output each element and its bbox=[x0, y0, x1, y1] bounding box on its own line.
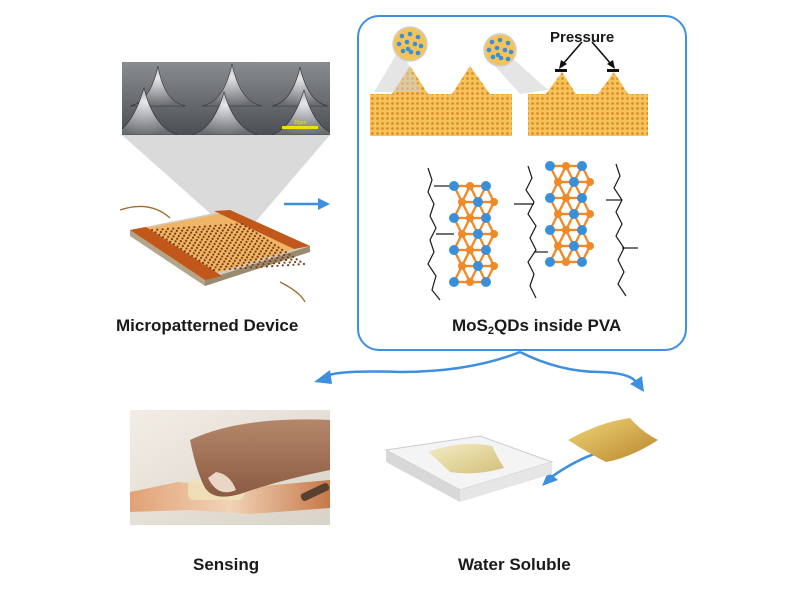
sensing-photo bbox=[130, 410, 330, 525]
molecular-structure bbox=[427, 161, 638, 301]
mos2-label-suffix: QDs inside PVA bbox=[494, 316, 622, 335]
water-soluble-label: Water Soluble bbox=[458, 555, 571, 574]
pressure-label: Pressure bbox=[550, 29, 615, 46]
arrow-to-water-head bbox=[630, 376, 644, 392]
arrow-to-sensing-head bbox=[314, 370, 332, 384]
arrow-to-mos2[interactable] bbox=[282, 196, 332, 212]
sensing-label: Sensing bbox=[193, 555, 260, 574]
arrow-film-to-dish-head bbox=[542, 472, 558, 486]
sem-scale-text: 20µm bbox=[294, 120, 307, 126]
sem-image: 20µm bbox=[122, 62, 330, 135]
mos2-box bbox=[357, 15, 687, 351]
mos2-label-prefix: MoS bbox=[452, 316, 488, 335]
mos2-label: MoS2QDs inside PVA bbox=[452, 316, 621, 337]
water-soluble-illustration bbox=[384, 418, 658, 502]
device-illustration bbox=[119, 205, 310, 303]
arrow-to-water bbox=[519, 350, 638, 383]
device-label: Micropatterned Device bbox=[116, 316, 299, 335]
arrow-to-sensing bbox=[325, 350, 521, 378]
mos2-label-subscript: 2 bbox=[487, 325, 495, 337]
film-cross-section bbox=[370, 26, 648, 136]
